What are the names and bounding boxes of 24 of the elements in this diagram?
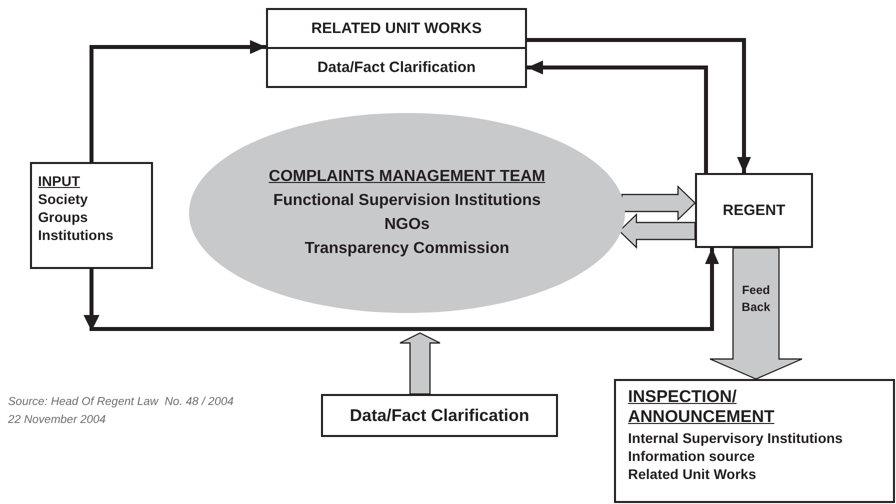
list-item: Institutions — [38, 226, 114, 244]
source-note: 22 November 2004 — [8, 414, 106, 426]
box-title: REGENT — [722, 202, 786, 220]
box-heading: INPUT — [38, 172, 80, 190]
list-item: Groups — [38, 208, 88, 226]
process-box — [266, 47, 527, 88]
ellipse-text: NGOs — [384, 215, 430, 235]
input-box — [30, 162, 153, 269]
list-item: Society — [38, 190, 88, 208]
process-box — [266, 8, 527, 49]
ellipse-heading: COMPLAINTS MANAGEMENT TEAM — [268, 167, 546, 187]
box-title: Data/Fact Clarification — [350, 406, 530, 424]
source-note: Source: Head Of Regent Law No. 48 / 2004 — [8, 396, 234, 408]
list-item: Information source — [628, 447, 755, 465]
output-box — [614, 379, 895, 503]
box-title: RELATED UNIT WORKS — [311, 20, 482, 38]
list-item: Related Unit Works — [628, 465, 756, 483]
process-box — [695, 173, 813, 248]
process-box — [321, 394, 558, 437]
ellipse-text: Transparency Commission — [304, 239, 510, 259]
list-item: Internal Supervisory Institutions — [628, 429, 843, 447]
box-heading: INSPECTION/ ANNOUNCEMENT — [628, 387, 776, 427]
box-title: Data/Fact Clarification — [317, 58, 476, 76]
ellipse-text: Functional Supervision Institutions — [273, 191, 541, 211]
